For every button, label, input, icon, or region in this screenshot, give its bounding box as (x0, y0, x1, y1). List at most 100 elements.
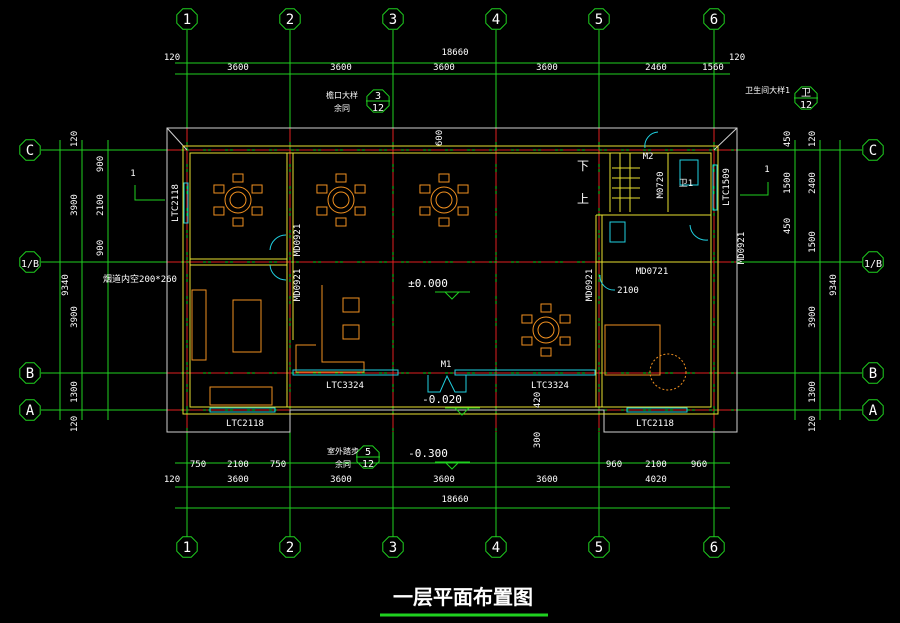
windows-doors (183, 131, 718, 413)
axis-bubble (588, 8, 610, 30)
axis-label-6: 6 (710, 540, 718, 556)
chair (335, 217, 347, 227)
dim-span: 4020 (645, 475, 667, 485)
label-stair-up: 上 (577, 192, 589, 206)
label-stair-down: 下 (577, 159, 589, 173)
axis-label-1: 1 (183, 540, 191, 556)
sofa (295, 285, 365, 373)
chair (232, 173, 244, 183)
dim-total-bottom: 18660 (441, 495, 468, 505)
callout-number: 卫 (801, 88, 811, 99)
detail-callout-bubble (356, 445, 380, 469)
dim-span: 3600 (330, 475, 352, 485)
axis-label-3: 3 (389, 12, 397, 28)
label-section-mark: 1 (764, 165, 769, 175)
kitchen-sink (209, 386, 273, 406)
dim-edge: 120 (729, 53, 745, 63)
chair (316, 206, 328, 216)
axis-label-row: C (26, 143, 34, 159)
axis-label-5: 5 (595, 540, 603, 556)
dim-total-right: 9340 (829, 274, 839, 296)
label-elev-2: -0.300 (408, 447, 448, 460)
axis-bubble (862, 362, 884, 384)
dining-table-inner (229, 191, 247, 209)
dining-tables (213, 173, 571, 357)
chair (419, 206, 431, 216)
dim-span: 1300 (808, 381, 818, 403)
label-section-mark: 1 (130, 169, 135, 179)
axis-label-1: 1 (183, 12, 191, 28)
axis-bubble (382, 536, 404, 558)
dim-edge: 120 (164, 53, 180, 63)
dim-span: 1560 (702, 63, 724, 73)
axis-lines (41, 30, 862, 537)
detail-callout-bubble (366, 89, 390, 113)
dining-table (532, 316, 560, 344)
axis-bubble (19, 399, 41, 421)
dim-span: 3600 (227, 475, 249, 485)
drawing-title: 一层平面布置图 (393, 585, 533, 609)
chair (251, 206, 263, 216)
label-dim-300: 300 (533, 432, 543, 448)
axis-bubble (382, 8, 404, 30)
label-door-m2: M2 (643, 152, 654, 162)
axis-bubble (279, 536, 301, 558)
label-door-md0921-a: MD0921 (293, 224, 303, 257)
dim-sub: 450 (783, 131, 793, 147)
axis-label-5: 5 (595, 12, 603, 28)
dining-table-inner (435, 191, 453, 209)
dim-span: 2400 (808, 172, 818, 194)
label-door-md0721: MD0721 (636, 267, 669, 277)
dim-total-left: 9340 (61, 274, 71, 296)
dim-sub: 900 (96, 156, 106, 172)
dining-table (327, 186, 355, 214)
dim-total-top: 18660 (441, 48, 468, 58)
axis-label-6: 6 (710, 12, 718, 28)
bed (604, 324, 661, 376)
dim-sub: 900 (96, 240, 106, 256)
label-door-main: M1 (441, 360, 452, 370)
axis-bubble (279, 8, 301, 30)
label-door-md0921-c: MD0921 (585, 269, 595, 302)
chair (335, 173, 347, 183)
axis-bubble (485, 8, 507, 30)
chair (419, 184, 431, 194)
axis-label-row: C (869, 143, 877, 159)
dim-span: 3600 (330, 63, 352, 73)
axis-label-row: A (26, 403, 35, 419)
elevation-marker (445, 407, 480, 416)
dim-sub: 1500 (783, 172, 793, 194)
label-door-md0921-b: MD0921 (293, 269, 303, 302)
chair (438, 217, 450, 227)
axis-bubble (19, 251, 41, 273)
label-window-front-left: LTC3324 (326, 381, 364, 391)
dim-span: 3600 (227, 63, 249, 73)
dining-table-inner (332, 191, 350, 209)
label-window-left-bottom: LTC2118 (226, 419, 264, 429)
dim-edge: 120 (808, 416, 818, 432)
dim-edge: 120 (70, 131, 80, 147)
axis-label-row: B (26, 366, 34, 382)
chair (559, 336, 571, 346)
dim-span: 1500 (808, 231, 818, 253)
callout-subtext: 余同 (335, 459, 351, 469)
dim-span: 3900 (70, 194, 80, 216)
axis-label-row: 1/B (21, 259, 39, 270)
label-dim-600: 600 (435, 130, 445, 146)
axis-bubble (588, 536, 610, 558)
dim-span: 3600 (536, 63, 558, 73)
dim-sub: 750 (270, 460, 286, 470)
kitchen-island (232, 299, 262, 353)
chair (457, 206, 469, 216)
label-door-m0720: M0720 (656, 171, 666, 198)
axis-bubble (485, 536, 507, 558)
axis-label-row: B (869, 366, 877, 382)
flue-label: 烟道内空200*260 (103, 273, 177, 285)
axis-bubble (176, 536, 198, 558)
dining-table (430, 186, 458, 214)
rug (649, 353, 687, 391)
dim-span: 3600 (433, 475, 455, 485)
